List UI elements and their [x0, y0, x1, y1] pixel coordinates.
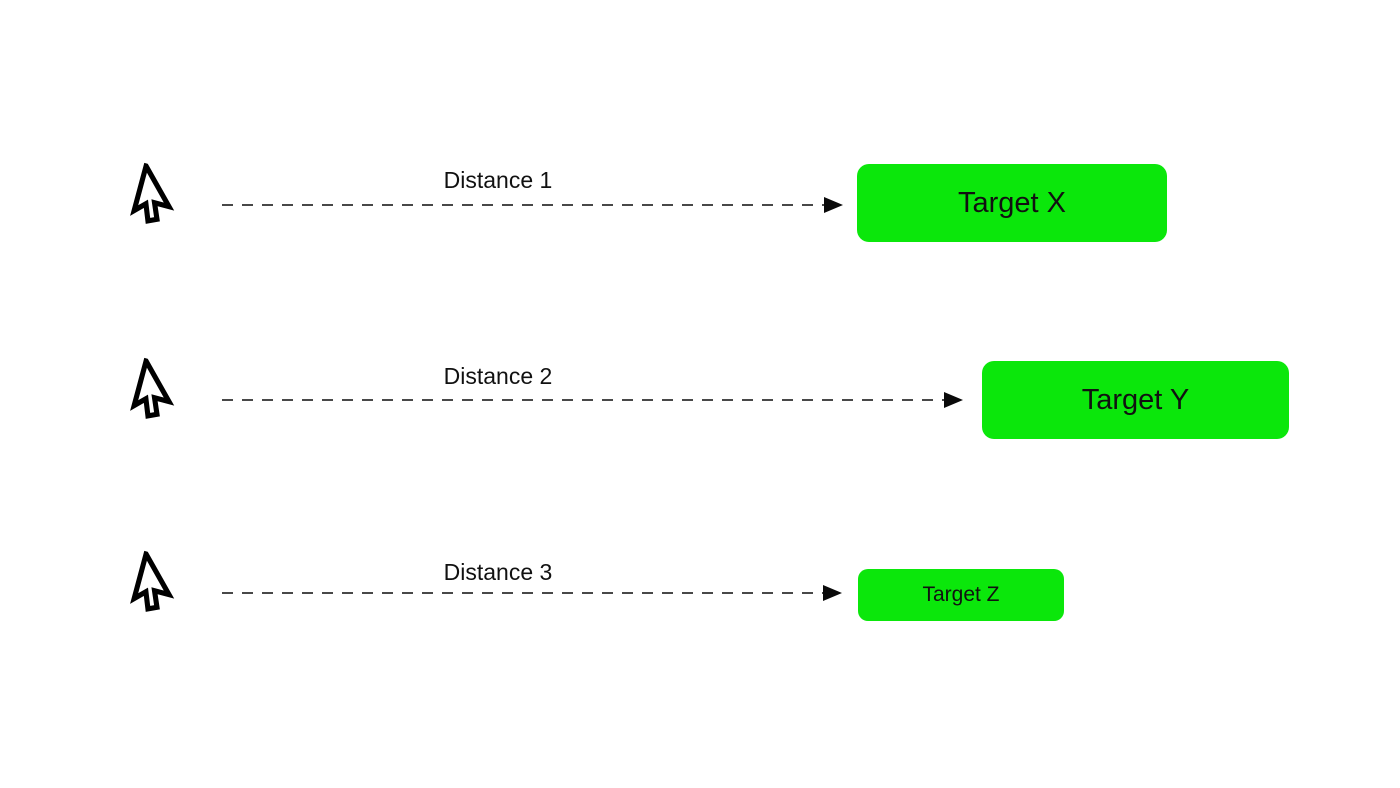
distance-arrow	[222, 585, 842, 601]
distance-label: Distance 1	[443, 167, 553, 193]
distance-label: Distance 3	[443, 559, 553, 585]
cursor-arrow-icon	[130, 547, 181, 618]
distance-arrow	[222, 197, 843, 213]
target-button-x[interactable]: Target X	[857, 164, 1167, 242]
distance-label: Distance 2	[443, 363, 553, 389]
target-button-z[interactable]: Target Z	[858, 569, 1064, 621]
distance-arrow	[222, 392, 963, 408]
cursor-arrow-icon	[130, 159, 181, 230]
cursor-arrow-icon	[130, 354, 181, 425]
target-button-y[interactable]: Target Y	[982, 361, 1289, 439]
